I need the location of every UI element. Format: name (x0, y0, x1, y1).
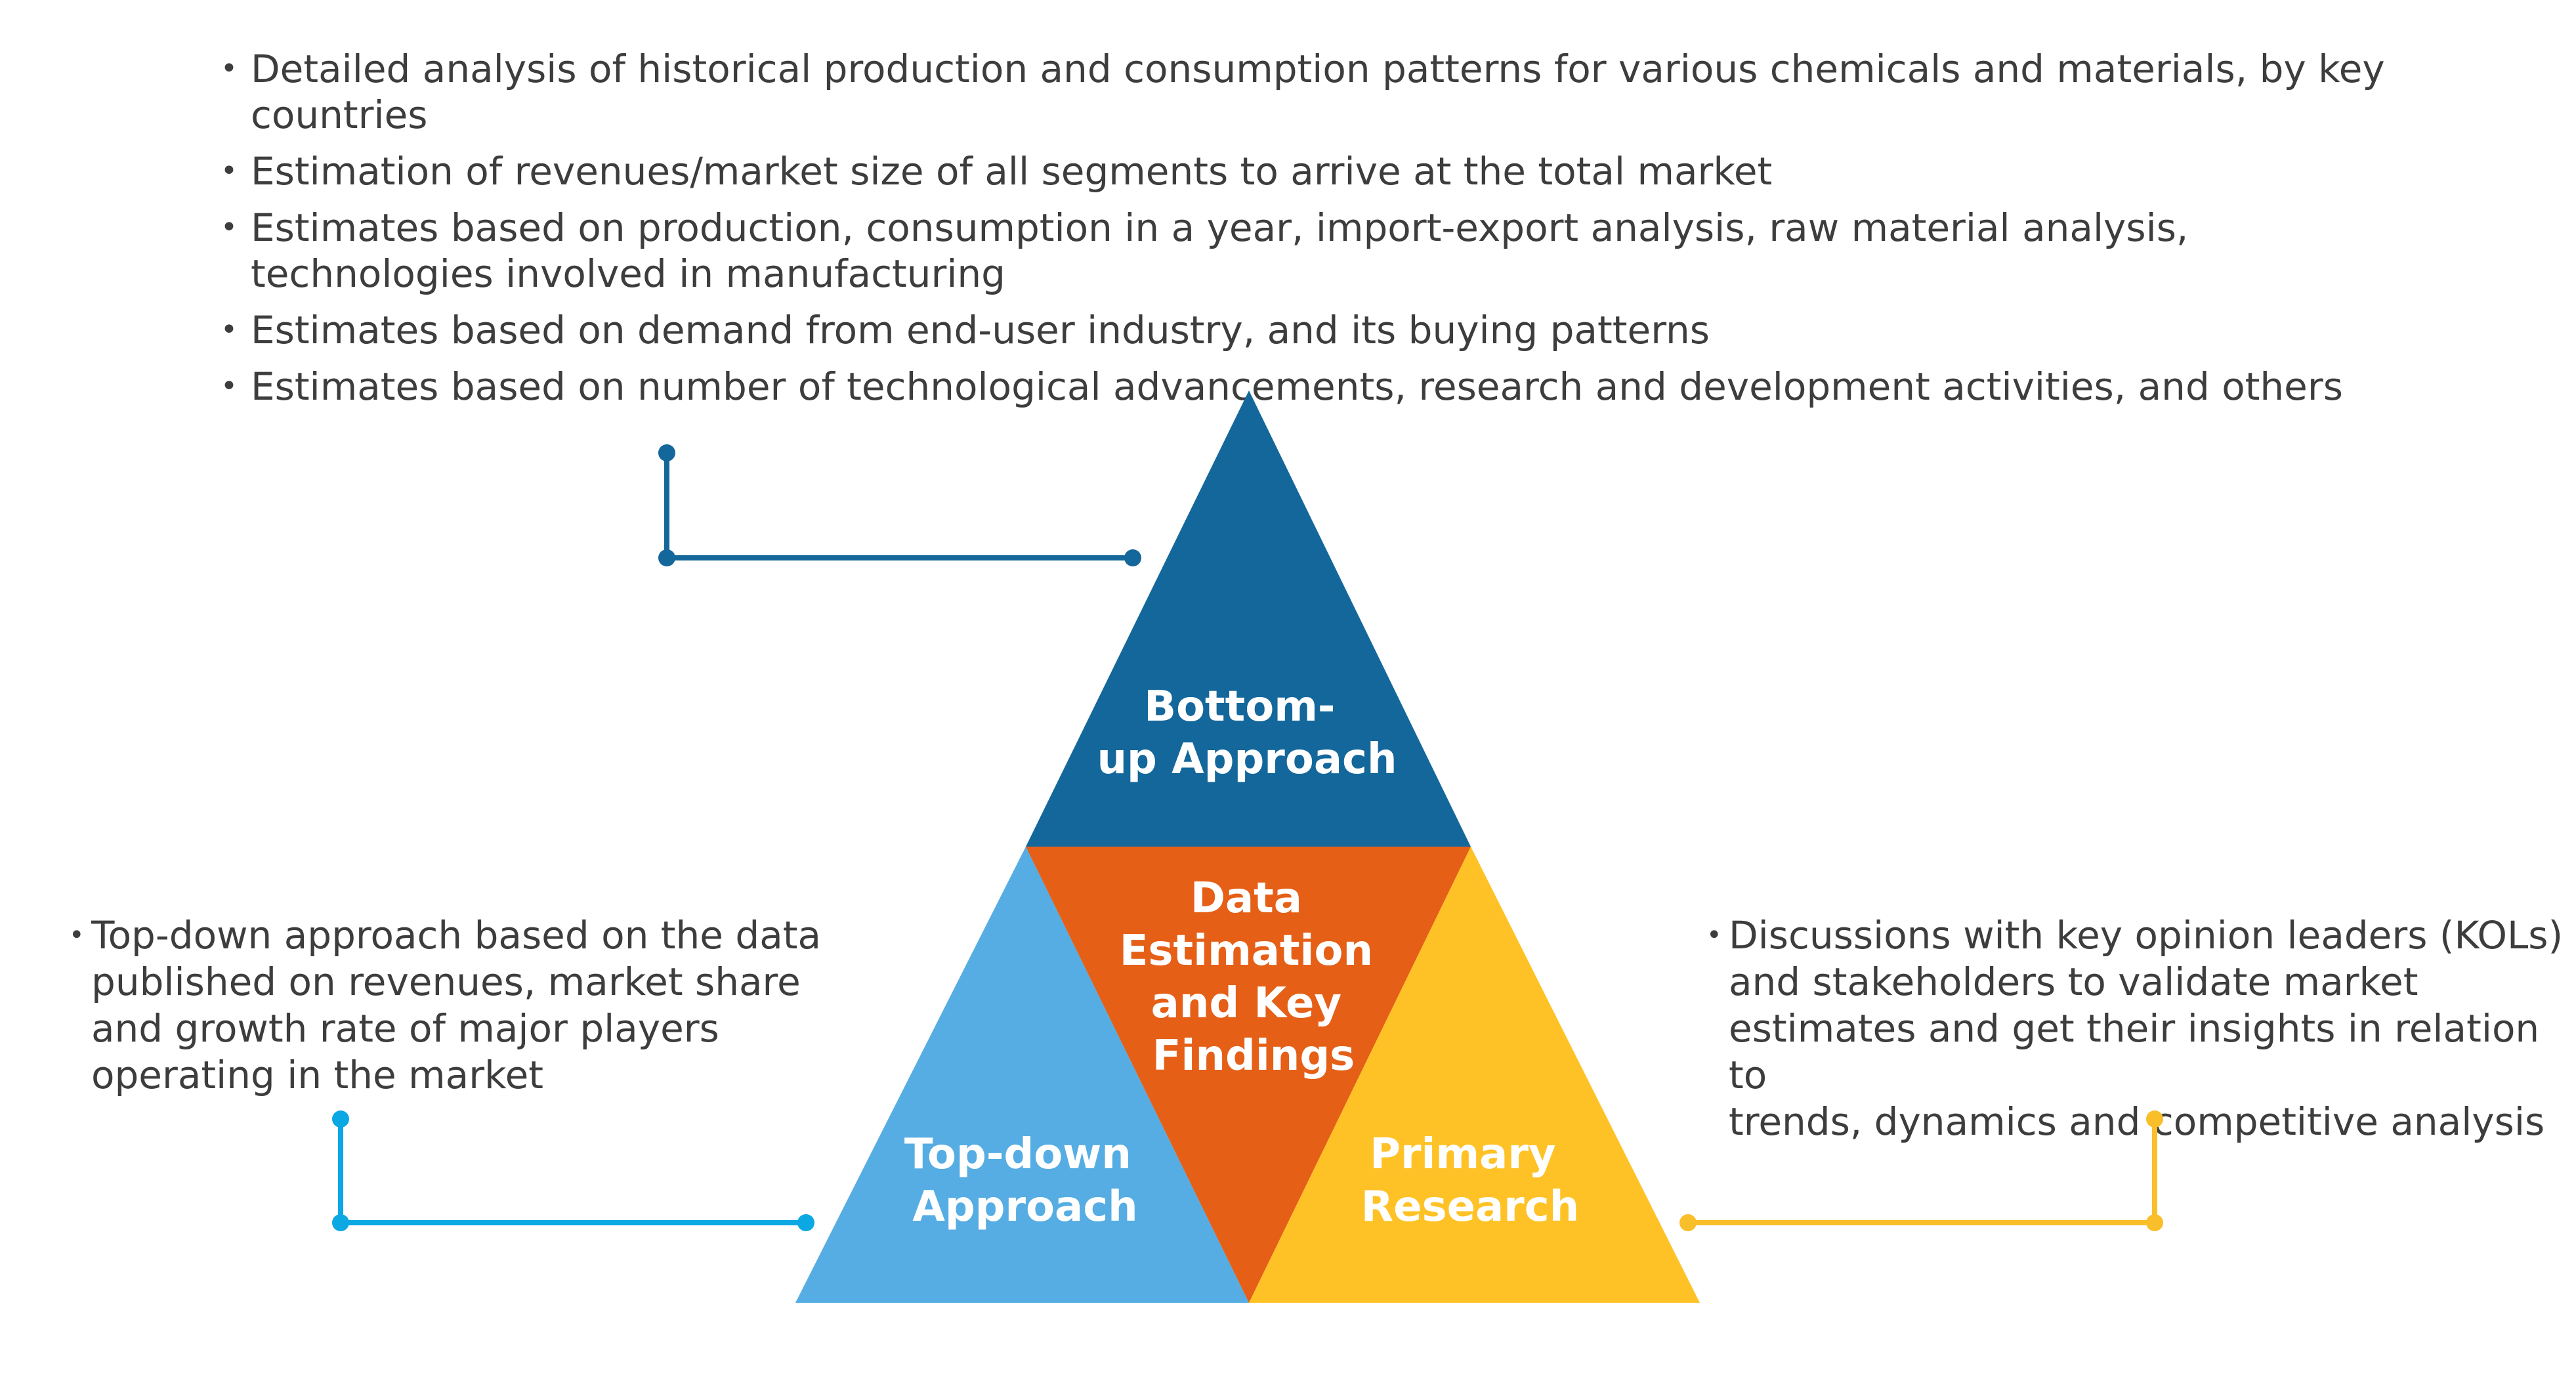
bullet-item: Detailed analysis of historical producti… (217, 46, 2514, 138)
primary-research-label: Primary Research (1361, 1130, 1579, 1231)
data-estimation-label-line: Estimation (1120, 927, 1373, 975)
top-bullet-list: Detailed analysis of historical producti… (217, 46, 2514, 420)
top-down-note: Top-down approach based on the data publ… (69, 912, 879, 1099)
bullet-item: Estimates based on number of technologic… (217, 364, 2514, 410)
bottom-up-segment (1026, 391, 1471, 847)
bottom-up-label-line: up Approach (1097, 735, 1397, 784)
top-down-label-line: Approach (912, 1183, 1137, 1231)
top-down-segment (795, 847, 1249, 1303)
data-estimation-segment (1026, 847, 1471, 1303)
data-estimation-label-line: Data (1191, 874, 1302, 923)
primary-research-label-line: Research (1361, 1183, 1579, 1231)
top-down-label: Top-down Approach (904, 1130, 1146, 1231)
bullet-item: Estimation of revenues/market size of al… (217, 148, 2514, 194)
primary-research-connector (1679, 1110, 2163, 1231)
data-estimation-label: Data Estimation and Key Findings (1120, 874, 1388, 1080)
data-estimation-label-line: Findings (1152, 1032, 1355, 1080)
bullet-item: Estimates based on production, consumpti… (217, 205, 2514, 297)
primary-research-label-line: Primary (1370, 1130, 1556, 1179)
top-down-label-line: Top-down (904, 1130, 1131, 1179)
bullet-item: Estimates based on demand from end-user … (217, 307, 2514, 353)
bottom-up-label-line: Bottom- (1144, 683, 1335, 731)
primary-research-note: Discussions with key opinion leaders (KO… (1706, 912, 2576, 1145)
primary-research-segment (1249, 847, 1700, 1303)
data-estimation-label-line: and Key (1151, 979, 1341, 1028)
bottom-up-label: Bottom- up Approach (1097, 683, 1397, 784)
top-down-connector (332, 1110, 814, 1231)
bottom-up-connector (658, 444, 1141, 566)
